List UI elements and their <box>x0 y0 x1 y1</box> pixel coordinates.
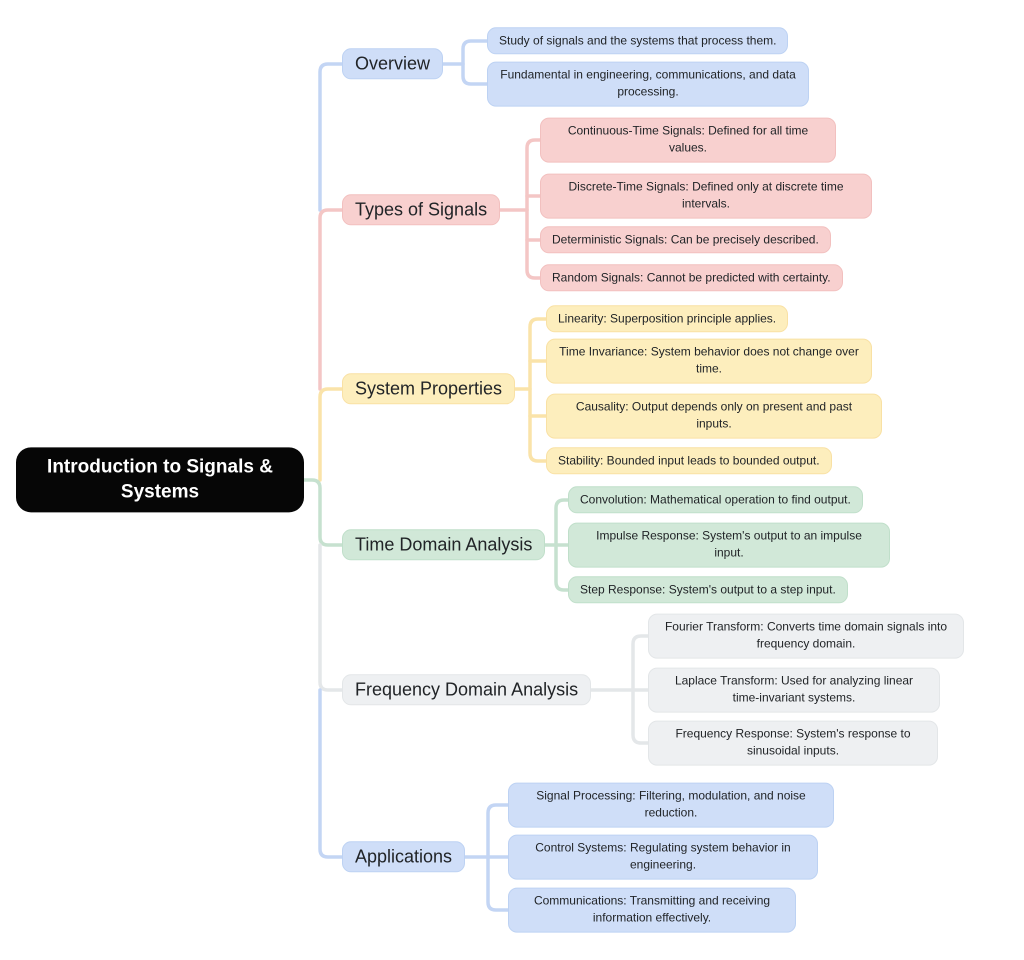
leaf-node: Fourier Transform: Converts time domain … <box>648 613 964 659</box>
leaf-node: Step Response: System's output to a step… <box>568 576 848 604</box>
leaf-node: Stability: Bounded input leads to bounde… <box>546 447 832 475</box>
leaf-node: Laplace Transform: Used for analyzing li… <box>648 667 940 713</box>
leaf-node: Random Signals: Cannot be predicted with… <box>540 264 843 292</box>
branch-system-properties: System Properties <box>342 373 516 405</box>
leaf-node: Signal Processing: Filtering, modulation… <box>508 782 834 828</box>
leaf-node: Deterministic Signals: Can be precisely … <box>540 226 831 254</box>
branch-types-of-signals: Types of Signals <box>342 194 501 226</box>
branch-frequency-domain-analysis: Frequency Domain Analysis <box>342 674 592 706</box>
leaf-node: Causality: Output depends only on presen… <box>546 393 882 439</box>
leaf-node: Linearity: Superposition principle appli… <box>546 305 789 333</box>
root-node: Introduction to Signals & Systems <box>16 447 304 513</box>
leaf-node: Communications: Transmitting and receivi… <box>508 887 796 933</box>
leaf-node: Control Systems: Regulating system behav… <box>508 834 818 880</box>
leaf-node: Fundamental in engineering, communicatio… <box>487 61 809 107</box>
leaf-node: Discrete-Time Signals: Defined only at d… <box>540 173 872 219</box>
branch-time-domain-analysis: Time Domain Analysis <box>342 529 546 561</box>
leaf-node: Impulse Response: System's output to an … <box>568 522 890 568</box>
leaf-node: Study of signals and the systems that pr… <box>487 27 789 55</box>
leaf-node: Convolution: Mathematical operation to f… <box>568 486 863 514</box>
branch-overview: Overview <box>342 48 444 80</box>
leaf-node: Time Invariance: System behavior does no… <box>546 338 872 384</box>
branch-applications: Applications <box>342 841 466 873</box>
leaf-node: Continuous-Time Signals: Defined for all… <box>540 117 836 163</box>
leaf-node: Frequency Response: System's response to… <box>648 720 938 766</box>
